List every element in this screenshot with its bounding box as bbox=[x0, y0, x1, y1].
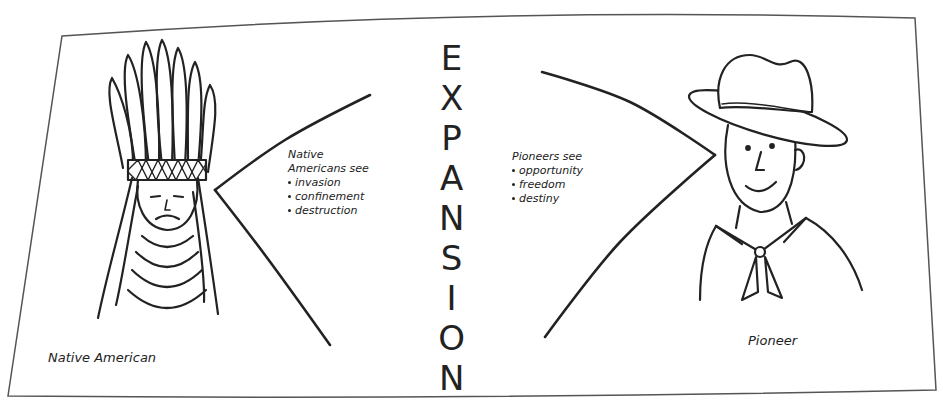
native-american-figure-stroke bbox=[128, 160, 206, 180]
figure-label: Native American bbox=[48, 350, 156, 365]
native-american-figure-stroke bbox=[156, 216, 179, 220]
wedge-item: destiny bbox=[519, 192, 559, 205]
view-wedge: Native Americans seeinvasionconfinementd… bbox=[205, 85, 385, 355]
text-row: invasion bbox=[288, 176, 380, 190]
pioneer-figure-stroke bbox=[736, 206, 740, 228]
pioneer-figure-stroke bbox=[742, 257, 758, 300]
text-row: destruction bbox=[288, 204, 380, 218]
wedge-text: Pioneers seeopportunityfreedomdestiny bbox=[512, 150, 604, 206]
native-american-figure-stroke bbox=[136, 252, 198, 267]
wedge-item: confinement bbox=[295, 190, 364, 203]
bullet-dot bbox=[512, 169, 515, 172]
native-american-figure-stroke bbox=[137, 180, 197, 230]
native-american-figure-stroke bbox=[165, 200, 170, 210]
pioneer-figure-stroke bbox=[718, 55, 812, 112]
text-row: confinement bbox=[288, 190, 380, 204]
wedge-heading: Pioneers see bbox=[512, 150, 582, 163]
pioneer-figure-stroke bbox=[746, 146, 750, 150]
pioneer-figure-stroke bbox=[765, 257, 782, 298]
native-american-figure-stroke bbox=[132, 270, 202, 287]
wedge-item: freedom bbox=[519, 178, 565, 191]
pioneer-figure-stroke bbox=[806, 218, 862, 290]
pioneer-figure-stroke bbox=[756, 152, 764, 170]
pioneer-figure-stroke bbox=[755, 247, 765, 257]
bullet-dot bbox=[288, 181, 291, 184]
native-american-figure-stroke bbox=[172, 48, 186, 166]
wedge-item: destruction bbox=[295, 204, 357, 217]
native-american-figure-stroke bbox=[174, 196, 183, 197]
native-american-figure bbox=[98, 40, 218, 318]
wedge-line bbox=[545, 155, 715, 337]
view-wedge: Pioneers seeopportunityfreedomdestiny bbox=[500, 62, 725, 347]
wedge-text: Native Americans seeinvasionconfinementd… bbox=[288, 148, 380, 218]
native-american-figure-stroke bbox=[116, 186, 138, 305]
pioneer-figure-stroke bbox=[795, 149, 804, 170]
wedge-item: invasion bbox=[295, 176, 341, 189]
wedge-line bbox=[215, 95, 370, 190]
native-american-figure-stroke bbox=[128, 160, 206, 180]
bullet-dot bbox=[512, 183, 515, 186]
pioneer-figure-stroke bbox=[784, 218, 806, 242]
native-american-figure-stroke bbox=[151, 196, 160, 197]
text-row: opportunity bbox=[512, 164, 604, 178]
text-row: Native Americans see bbox=[288, 148, 380, 176]
paper-sheet-stroke bbox=[8, 15, 936, 398]
pioneer-figure bbox=[684, 55, 862, 300]
native-american-figure-stroke bbox=[128, 160, 206, 180]
native-american-figure-stroke bbox=[128, 290, 206, 308]
paper-sheet bbox=[8, 15, 936, 398]
native-american-figure-stroke bbox=[193, 192, 204, 302]
title-column: EXPANSION bbox=[438, 38, 465, 398]
wedge-heading: Native Americans see bbox=[288, 148, 369, 175]
wedge-item: opportunity bbox=[519, 164, 583, 177]
figure-label: Pioneer bbox=[748, 333, 797, 348]
text-row: destiny bbox=[512, 192, 604, 206]
bullet-dot bbox=[288, 195, 291, 198]
pioneer-figure-stroke bbox=[786, 202, 792, 224]
wedge-outline bbox=[205, 85, 385, 355]
bullet-dot bbox=[288, 209, 291, 212]
pioneer-figure-stroke bbox=[700, 226, 716, 300]
pioneer-figure-stroke bbox=[770, 144, 774, 148]
native-american-figure-stroke bbox=[188, 62, 202, 168]
pioneer-figure-stroke bbox=[716, 226, 742, 244]
native-american-figure-stroke bbox=[157, 40, 173, 166]
pioneer-figure-stroke bbox=[722, 103, 812, 112]
pioneer-figure-stroke bbox=[746, 182, 776, 191]
bullet-dot bbox=[512, 197, 515, 200]
text-row: freedom bbox=[512, 178, 604, 192]
wedge-line bbox=[542, 72, 715, 155]
text-row: Pioneers see bbox=[512, 150, 604, 164]
native-american-figure-stroke bbox=[142, 236, 193, 247]
